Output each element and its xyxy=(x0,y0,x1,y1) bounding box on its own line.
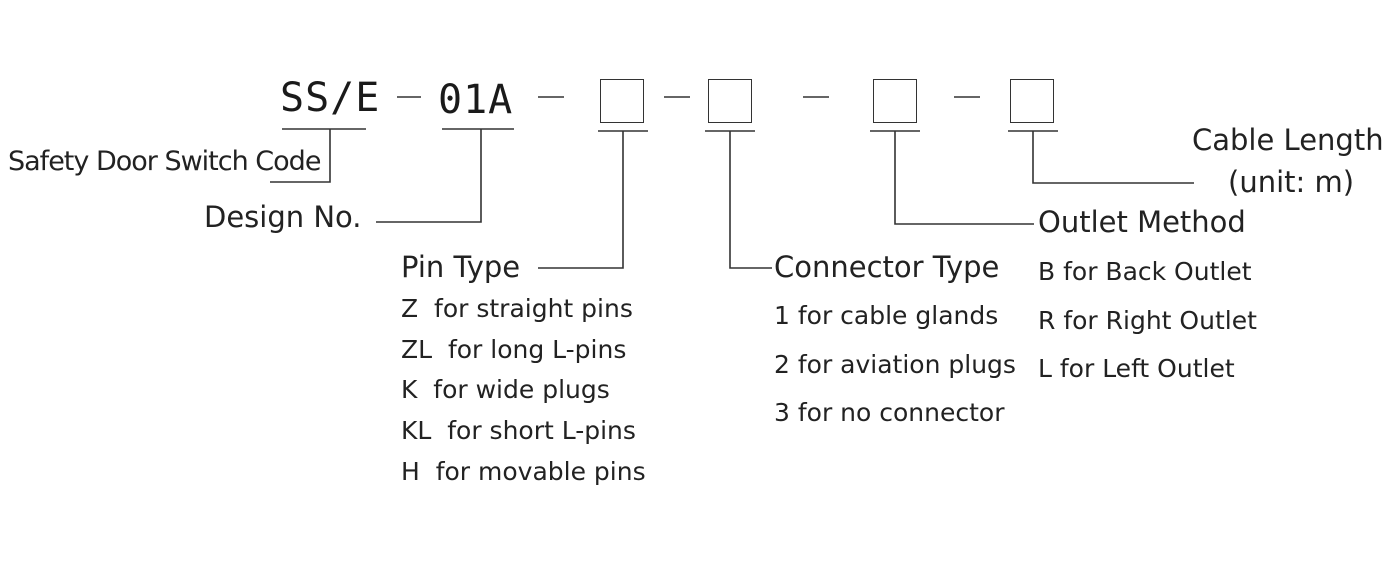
cable-length-box xyxy=(1010,79,1054,123)
cable-leader xyxy=(1032,131,1194,184)
connector-type-option: 1 for cable glands xyxy=(774,301,999,330)
design-code: 01A xyxy=(438,77,514,123)
pin-type-option: H for movable pins xyxy=(401,457,646,486)
pin-type-option: K for wide plugs xyxy=(401,375,610,404)
outlet-method-option: L for Left Outlet xyxy=(1038,354,1235,383)
connector-leader xyxy=(729,131,772,269)
outlet-method-option: B for Back Outlet xyxy=(1038,257,1252,286)
cable-length-unit: (unit: m) xyxy=(1228,165,1355,199)
safety-door-switch-code-label: Safety Door Switch Code xyxy=(8,146,321,177)
connector-type-option: 3 for no connector xyxy=(774,398,1005,427)
pin-type-option: Z for straight pins xyxy=(401,294,633,323)
pin-type-option: ZL for long L-pins xyxy=(401,335,627,364)
design-leader xyxy=(376,129,482,223)
outlet-leader xyxy=(894,131,1034,225)
code-prefix: SS/E xyxy=(280,75,381,121)
outlet-method-box xyxy=(873,79,917,123)
connector-type-label: Connector Type xyxy=(774,250,1000,284)
pin-type-box xyxy=(600,79,644,123)
design-no-label: Design No. xyxy=(204,200,362,234)
pin-leader xyxy=(538,131,624,269)
cable-length-label: Cable Length xyxy=(1192,123,1384,157)
pin-type-option: KL for short L-pins xyxy=(401,416,636,445)
pin-type-label: Pin Type xyxy=(401,250,521,284)
code-leader xyxy=(270,129,331,183)
connector-type-box xyxy=(708,79,752,123)
outlet-method-option: R for Right Outlet xyxy=(1038,306,1257,335)
outlet-method-label: Outlet Method xyxy=(1038,205,1246,239)
connector-type-option: 2 for aviation plugs xyxy=(774,350,1016,379)
